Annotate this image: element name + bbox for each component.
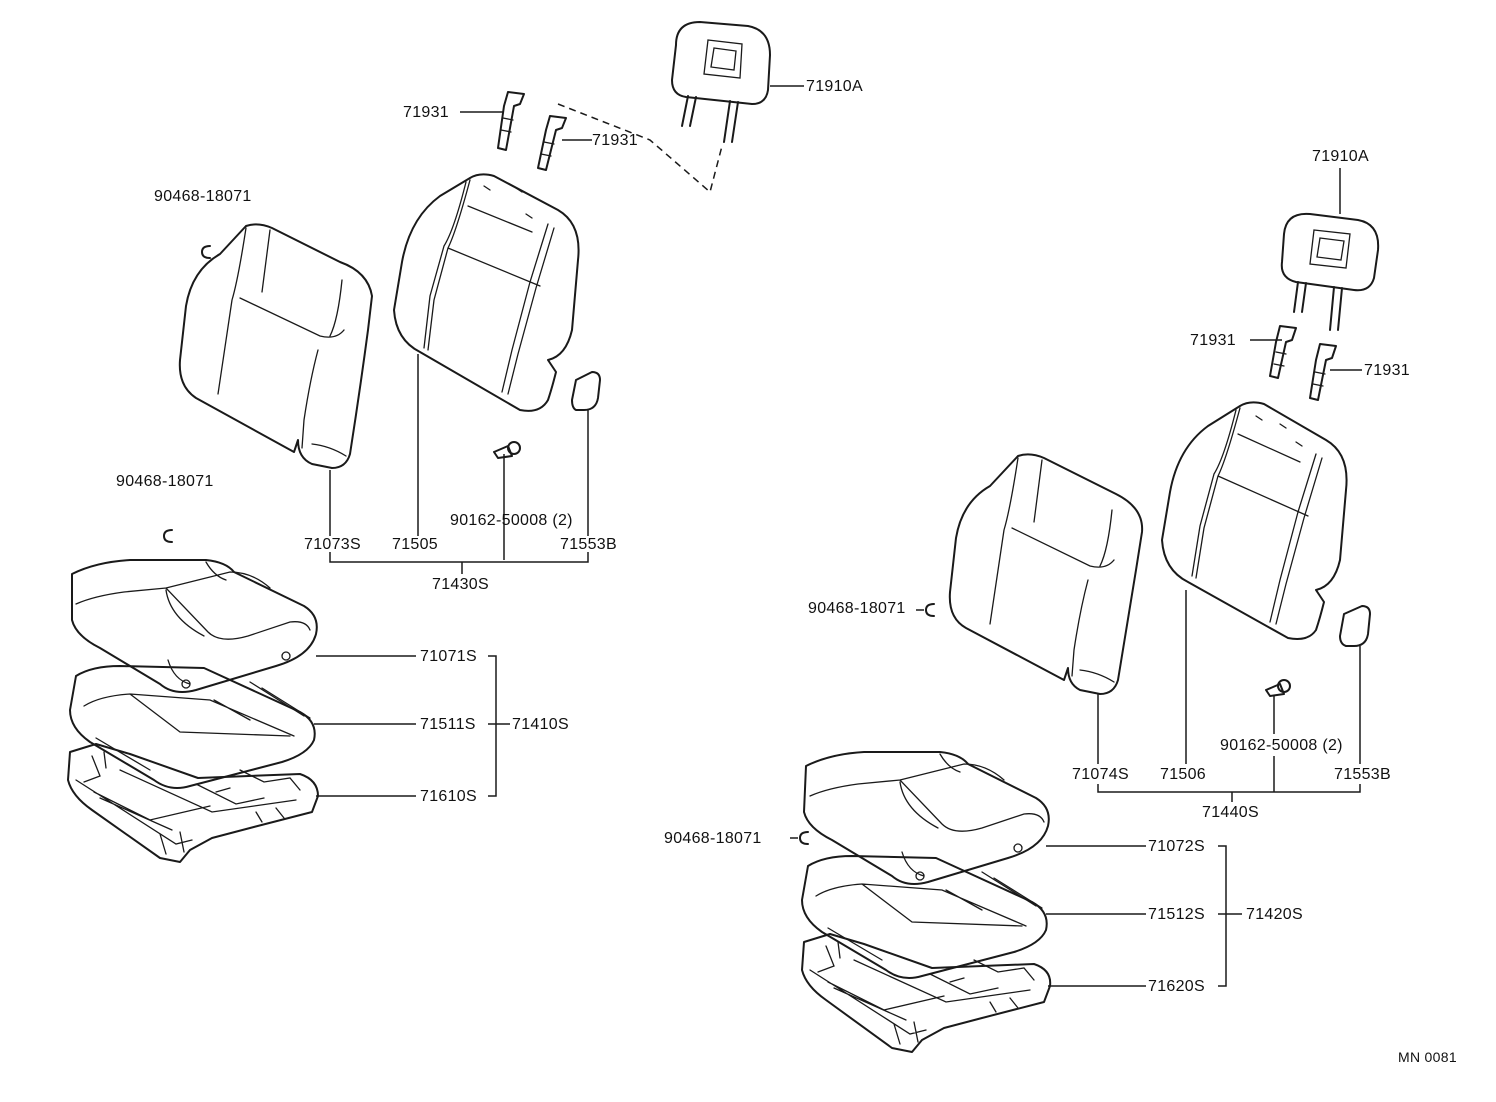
- label-right-cushion-clip: 90468-18071: [664, 830, 762, 847]
- right-leader-lines: [790, 168, 1362, 987]
- right-recliner-cover-drawing: [1339, 605, 1371, 647]
- right-headrest-drawing: [1280, 212, 1380, 331]
- label-left-cushion-frame: 71610S: [420, 788, 477, 805]
- label-left-back-assy: 71430S: [432, 576, 489, 593]
- right-headrest-support-drawing: [1269, 325, 1337, 401]
- label-right-recliner-cover: 71553B: [1334, 766, 1391, 783]
- label-left-cushion-clip: 90468-18071: [116, 473, 214, 490]
- left-leader-lines: [314, 85, 804, 797]
- label-right-headrest-support-1: 71931: [1190, 332, 1236, 349]
- right-clip-drawings: [799, 603, 935, 845]
- label-left-cushion-cover: 71071S: [420, 648, 477, 665]
- left-cushion-frame-drawing: [67, 743, 319, 863]
- label-left-headrest: 71910A: [806, 78, 863, 95]
- left-headrest-drawing: [671, 21, 771, 143]
- label-right-screw: 90162-50008 (2): [1220, 737, 1343, 754]
- left-seatback-cover-drawing: [178, 223, 373, 469]
- left-headrest-support-drawing: [497, 91, 567, 171]
- left-seatback-pad-drawing: [393, 173, 580, 412]
- left-clip-drawings: [163, 245, 211, 543]
- label-left-headrest-support-2: 71931: [592, 132, 638, 149]
- label-right-cushion-frame: 71620S: [1148, 978, 1205, 995]
- label-right-back-clip: 90468-18071: [808, 600, 906, 617]
- left-screw-drawing: [493, 441, 521, 459]
- label-right-cushion-cover: 71072S: [1148, 838, 1205, 855]
- label-right-cushion-assy: 71420S: [1246, 906, 1303, 923]
- left-cushion-cover-drawing: [71, 559, 318, 693]
- label-right-cushion-pad: 71512S: [1148, 906, 1205, 923]
- left-headrest-guide-line: [557, 103, 723, 194]
- right-seatback-cover-drawing: [948, 453, 1144, 695]
- diagram-code: MN 0081: [1398, 1049, 1457, 1065]
- label-right-headrest: 71910A: [1312, 148, 1369, 165]
- right-cushion-pad-drawing: [801, 855, 1048, 979]
- label-left-cushion-assy: 71410S: [512, 716, 569, 733]
- label-right-back-assy: 71440S: [1202, 804, 1259, 821]
- label-right-back-pad: 71506: [1160, 766, 1206, 783]
- label-left-cushion-pad: 71511S: [420, 716, 476, 733]
- right-cushion-cover-drawing: [803, 751, 1050, 885]
- left-recliner-cover-drawing: [571, 371, 601, 411]
- label-left-back-clip: 90468-18071: [154, 188, 252, 205]
- label-left-screw: 90162-50008 (2): [450, 512, 573, 529]
- left-cushion-pad-drawing: [69, 665, 316, 789]
- label-right-headrest-support-2: 71931: [1364, 362, 1410, 379]
- right-seatback-pad-drawing: [1161, 401, 1348, 640]
- label-left-recliner-cover: 71553B: [560, 536, 617, 553]
- right-cushion-frame-drawing: [801, 933, 1052, 1053]
- label-left-back-cover: 71073S: [304, 536, 361, 553]
- label-left-headrest-support-1: 71931: [403, 104, 449, 121]
- right-screw-drawing: [1265, 679, 1291, 697]
- label-left-back-pad: 71505: [392, 536, 438, 553]
- label-right-back-cover: 71074S: [1072, 766, 1129, 783]
